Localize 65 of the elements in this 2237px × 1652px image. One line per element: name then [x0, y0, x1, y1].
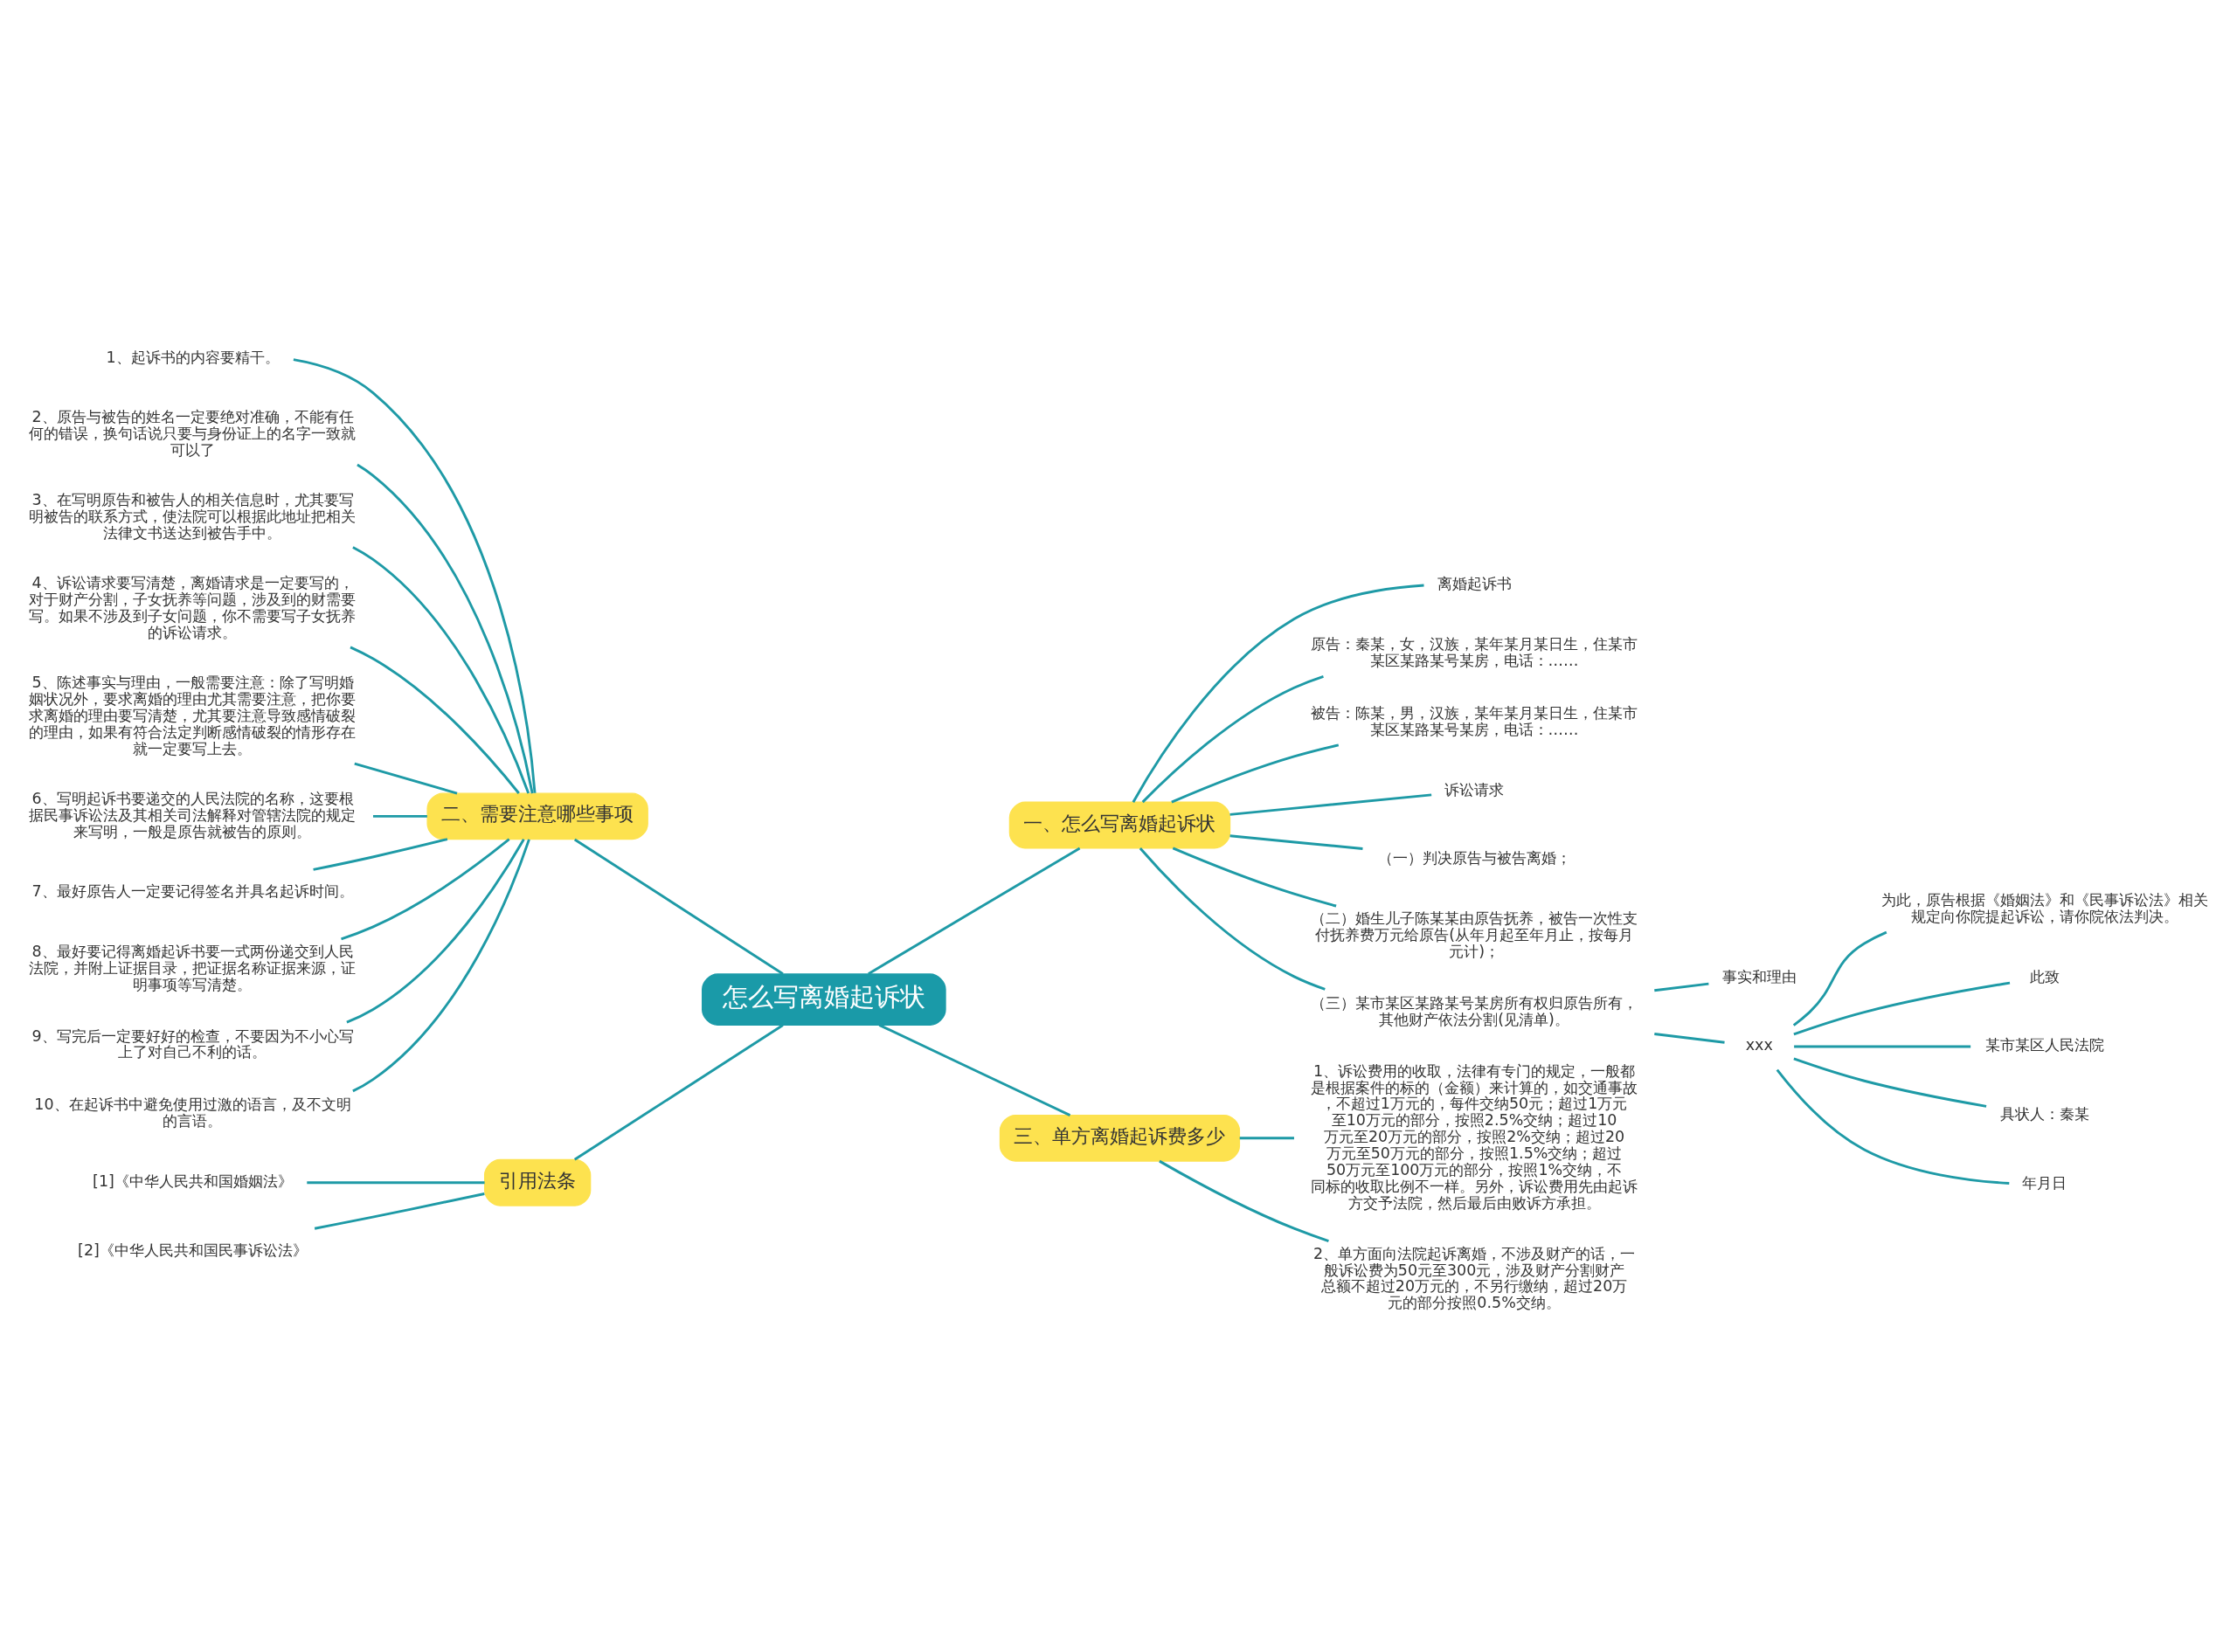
connector — [868, 847, 1081, 975]
node-text: 9、写完后一定要好好的检查，不要因为不小心写上了对自己不利的话。 — [31, 1026, 354, 1061]
node-box: 引用法条 — [484, 1158, 592, 1206]
node-text: 年月日 — [2022, 1173, 2067, 1192]
node-text: xxx — [1745, 1035, 1773, 1054]
node-text: 某市某区人民法院 — [1984, 1035, 2104, 1054]
connector — [354, 762, 458, 794]
connector — [1159, 1159, 1329, 1242]
connector — [346, 838, 525, 1024]
node-text: 离婚起诉书 — [1437, 574, 1512, 592]
connector — [1793, 981, 2011, 1035]
node-text: 2、单方面向法院起诉离婚，不涉及财产的话，一般诉讼费为50元至300元，涉及财产分割财产总额不超过20万元的，不另行缴纳，超过20万元的部分按照0.5%交纳。 — [1313, 1244, 1636, 1311]
node-text: 10、在起诉书中避免使用过激的语言，及不文明的言语。 — [34, 1095, 351, 1130]
connector — [307, 1180, 485, 1184]
connector — [314, 1192, 485, 1230]
connector — [1654, 982, 1709, 992]
node-text: 8、最好要记得离婚起诉书要一式两份递交到人民法院，并附上证据目录，把证据名称证据来源，证明事项等写清楚。 — [29, 942, 357, 993]
connector — [352, 838, 530, 1092]
node-text: 1、起诉书的内容要精干。 — [106, 348, 280, 366]
connector — [357, 463, 534, 793]
node-box: 三、单方离婚起诉费多少 — [999, 1114, 1241, 1162]
connector — [573, 838, 784, 975]
connector — [1171, 743, 1340, 804]
connector — [878, 1023, 1071, 1116]
connector — [1792, 930, 1887, 1026]
node-text: 2、原告与被告的姓名一定要绝对准确，不能有任何的错误，换句话说只要与身份证上的名字一致就可以了 — [29, 407, 357, 459]
node-box: 一、怎么写离婚起诉状 — [1008, 801, 1231, 848]
node-text: 6、写明起诉书要递交的人民法院的名称，这要根据民事诉讼法及其相关司法解释对管辖法院的规定来写明，一般是原告就被告的原则。 — [29, 789, 357, 840]
connector — [313, 837, 448, 871]
node-text: 5、陈述事实与理由，一般需要注意：除了写明婚姻状况外，要求离婚的理由尤其需要注意，把你要求离婚的理由要写清楚，尤其要注意导致感情破裂的理由，如果有符合法定判断感情破裂的情形存在就一定要写上去。 — [29, 673, 357, 757]
connector — [352, 545, 530, 793]
node-text: 具状人：秦某 — [1999, 1104, 2089, 1123]
connector — [1239, 1136, 1294, 1139]
connector — [373, 814, 427, 818]
node-text: 4、诉讼请求要写清楚，离婚请求是一定要写的，对于财产分割，子女抚养等问题，涉及到的财需要写。如果不涉及到子女问题，你不需要写子女抚养的诉讼请求。 — [29, 573, 357, 641]
node-text: 原告：秦某，女，汉族，某年某月某日生，住某市某区某路某号某房，电话：…… — [1311, 634, 1638, 669]
connector — [1132, 584, 1424, 803]
node-text: （二）婚生儿子陈某某由原告抚养，被告一次性支付抚养费万元给原告(从年月起至年月止，按每月元计)； — [1311, 909, 1638, 960]
connector — [341, 838, 510, 940]
connector — [293, 357, 537, 793]
node-text: （一）判决原告与被告离婚； — [1377, 848, 1571, 867]
connector — [1794, 1045, 1971, 1047]
node-text: 诉讼请求 — [1444, 780, 1505, 798]
connector — [1229, 792, 1432, 816]
connector — [1654, 1032, 1725, 1044]
connector — [1172, 846, 1337, 907]
connector — [1776, 1068, 2010, 1185]
connector — [1229, 833, 1363, 850]
connector — [1793, 1057, 1987, 1108]
connector — [350, 646, 520, 794]
node-text: 为此，原告根据《婚姻法》和《民事诉讼法》相关规定向你院提起诉讼，请你院依法判决。 — [1880, 890, 2208, 925]
node-text: （三）某市某区某路某号某房所有权归原告所有，其他财产依法分割(见清单)。 — [1311, 993, 1638, 1028]
connector — [1141, 674, 1324, 803]
node-text: 事实和理由 — [1721, 967, 1797, 985]
node-box: 二、需要注意哪些事项 — [426, 791, 648, 840]
node-text: 1、诉讼费用的收取，法律有专门的规定，一般都是根据案件的标的（金额）来计算的，如交通事故，不超过1万元的，每件交纳50元；超过1万元至10万元的部分，按照2.5%交纳；超过10万元至20万元的部分，按照2%交纳；超过20万元至50万元的部分，按照1.5%交纳；超过50万元至100万元的部分，按照1%交纳，不同标的收取比例不一样。另外，诉讼费用先由起诉方交予法院，然后最后由败诉方承担。 — [1311, 1061, 1638, 1212]
node-text: 被告：陈某，男，汉族，某年某月某日生，住某市某区某路某号某房，电话：…… — [1311, 703, 1638, 738]
node-text: [1]《中华人民共和国婚姻法》 — [93, 1172, 293, 1190]
node-box: 怎么写离婚起诉状 — [702, 972, 946, 1026]
node-text: 3、在写明原告和被告人的相关信息时，尤其要写明被告的联系方式，使法院可以根据此地址把相关法律文书送达到被告手中。 — [29, 490, 357, 542]
connector — [573, 1023, 784, 1160]
node-text: [2]《中华人民共和国民事诉讼法》 — [78, 1241, 308, 1259]
connector — [1139, 847, 1326, 991]
node-text: 此致 — [2029, 967, 2060, 985]
node-text: 7、最好原告人一定要记得签名并具名起诉时间。 — [31, 881, 354, 900]
